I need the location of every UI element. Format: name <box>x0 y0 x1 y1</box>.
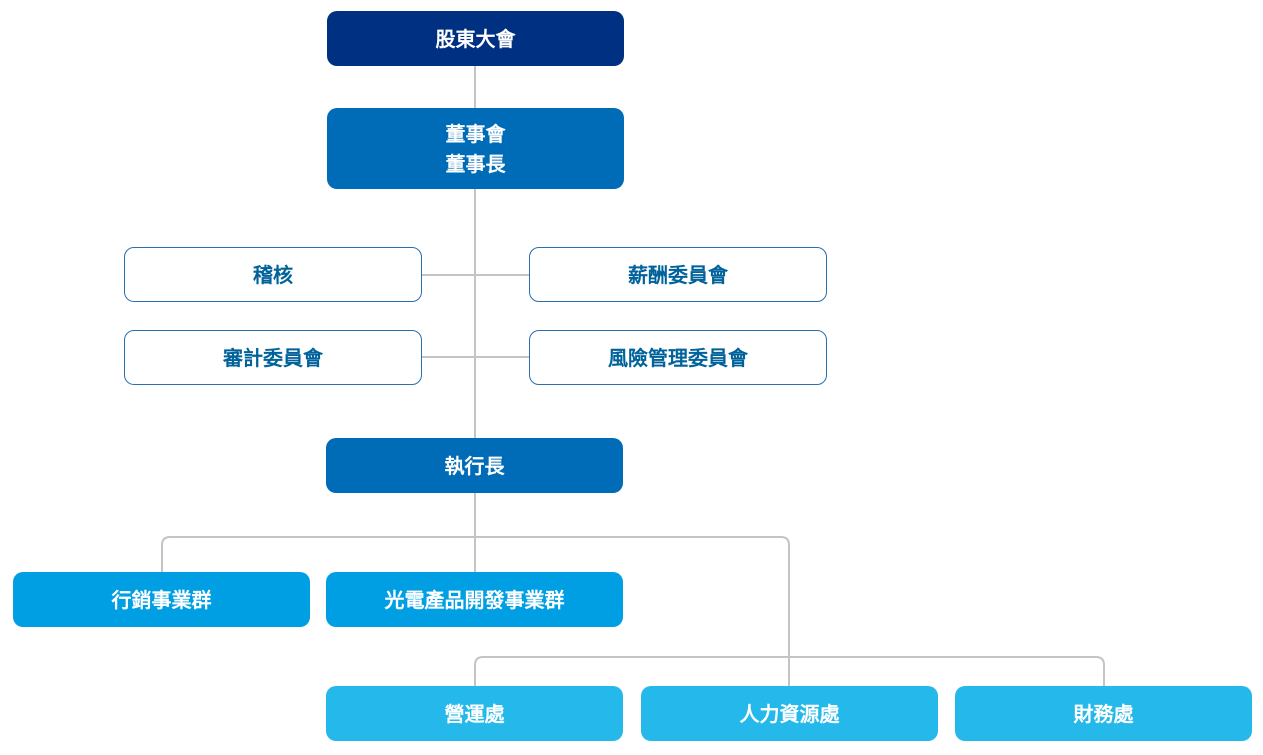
audit-node: 稽核 <box>124 247 422 302</box>
chairman-label: 董事長 <box>445 151 506 176</box>
board-of-directors-node: 董事會 董事長 <box>327 108 624 189</box>
audit-committee-node: 審計委員會 <box>124 330 422 385</box>
ceo-label: 執行長 <box>444 453 505 478</box>
finance-node: 財務處 <box>955 686 1252 741</box>
operations-node: 營運處 <box>326 686 623 741</box>
shareholders-meeting-node: 股東大會 <box>327 11 624 66</box>
marketing-group-node: 行銷事業群 <box>13 572 310 627</box>
connector-ceo-marketing <box>161 536 475 572</box>
finance-label: 財務處 <box>1073 701 1134 726</box>
risk-management-committee-node: 風險管理委員會 <box>529 330 827 385</box>
connector-dept-left <box>474 656 789 686</box>
audit-label: 稽核 <box>253 262 293 287</box>
optoelectronics-group-node: 光電產品開發事業群 <box>326 572 623 627</box>
shareholders-meeting-label: 股東大會 <box>435 26 516 51</box>
board-of-directors-label: 董事會 <box>445 121 506 146</box>
compensation-committee-node: 薪酬委員會 <box>529 247 827 302</box>
operations-label: 營運處 <box>444 701 505 726</box>
risk-management-committee-label: 風險管理委員會 <box>608 345 748 370</box>
marketing-group-label: 行銷事業群 <box>111 587 212 612</box>
optoelectronics-group-label: 光電產品開發事業群 <box>384 587 565 612</box>
audit-committee-label: 審計委員會 <box>223 345 323 370</box>
connector-ceo-hr <box>475 536 790 686</box>
compensation-committee-label: 薪酬委員會 <box>628 262 728 287</box>
ceo-node: 執行長 <box>326 438 623 493</box>
human-resources-node: 人力資源處 <box>641 686 938 741</box>
human-resources-label: 人力資源處 <box>739 701 840 726</box>
connector-dept-right <box>789 656 1105 686</box>
